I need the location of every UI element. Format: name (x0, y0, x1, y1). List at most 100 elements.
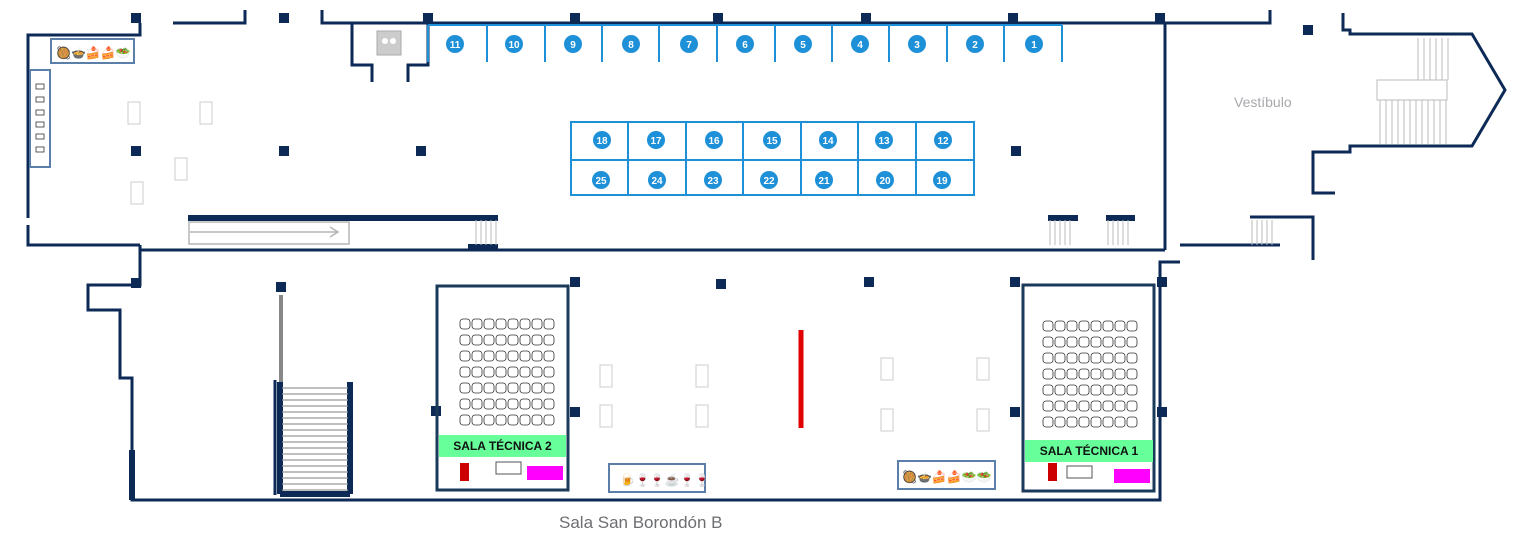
seat-icon (1078, 336, 1090, 348)
booth-marker (647, 131, 665, 149)
seating (459, 318, 1138, 428)
booth-13[interactable]: 13 (875, 131, 893, 149)
booth-16[interactable]: 16 (705, 131, 723, 149)
booth-21[interactable]: 21 (815, 171, 833, 189)
booth-marker (851, 35, 869, 53)
booth-10[interactable]: 10 (505, 35, 523, 53)
magenta-marker (527, 466, 563, 480)
seat-icon (1042, 320, 1054, 332)
booth-marker (815, 171, 833, 189)
seat-icon (483, 398, 495, 410)
booth-number: 20 (879, 176, 891, 187)
seat-icon (459, 334, 471, 346)
seat-icon (1042, 416, 1054, 428)
booth-25[interactable]: 25 (592, 171, 610, 189)
seat-icon (483, 318, 495, 330)
magenta-marker (1114, 469, 1150, 483)
services-box (29, 69, 51, 168)
column (713, 13, 723, 23)
seat-icon (507, 382, 519, 394)
booth-11[interactable]: 11 (446, 35, 464, 53)
booth-17[interactable]: 17 (647, 131, 665, 149)
booth-number: 18 (596, 136, 608, 147)
red-marker (1048, 463, 1057, 481)
booth-grid (427, 24, 1063, 196)
booth-1[interactable]: 1 (1025, 35, 1043, 53)
seat-icon (1102, 336, 1114, 348)
seat-icon (1066, 400, 1078, 412)
seat-icon (531, 398, 543, 410)
column (1157, 407, 1167, 417)
booth-20[interactable]: 20 (876, 171, 894, 189)
column (416, 146, 426, 156)
booth-2[interactable]: 2 (966, 35, 984, 53)
seat-icon (1090, 320, 1102, 332)
booth-marker (933, 171, 951, 189)
seat-icon (459, 398, 471, 410)
booth-9[interactable]: 9 (564, 35, 582, 53)
seat-icon (483, 366, 495, 378)
seat-icon (1090, 352, 1102, 364)
booth-number: 11 (450, 40, 461, 51)
booth-marker (763, 131, 781, 149)
booth-5[interactable]: 5 (794, 35, 812, 53)
column (1303, 25, 1313, 35)
sala-tecnica-1-room (1021, 283, 1156, 493)
booth-12[interactable]: 12 (934, 131, 952, 149)
seat-icon (1114, 320, 1126, 332)
booth-marker (736, 35, 754, 53)
seat-icon (1066, 416, 1078, 428)
seat-icon (495, 350, 507, 362)
seat-icon (1126, 368, 1138, 380)
seat-icon (459, 366, 471, 378)
chair-stack-icon (695, 404, 709, 428)
seat-icon (1054, 352, 1066, 364)
seat-icon (1114, 368, 1126, 380)
booth-number: 14 (822, 136, 834, 147)
booth-marker (648, 171, 666, 189)
chair-stack-icon (127, 101, 141, 125)
seat-icon (519, 350, 531, 362)
booth-24[interactable]: 24 (648, 171, 666, 189)
seat-icon (495, 382, 507, 394)
seat-icon (495, 366, 507, 378)
booth-6[interactable]: 6 (736, 35, 754, 53)
chair-stack-icon (199, 101, 213, 125)
seat-icon (1102, 320, 1114, 332)
seat-icon (1126, 352, 1138, 364)
seat-icon (459, 350, 471, 362)
booth-8[interactable]: 8 (622, 35, 640, 53)
column (1011, 146, 1021, 156)
column (1157, 277, 1167, 287)
booth-4[interactable]: 4 (851, 35, 869, 53)
seat-icon (471, 350, 483, 362)
booth-18[interactable]: 18 (593, 131, 611, 149)
booth-number: 7 (686, 40, 692, 51)
booth-22[interactable]: 22 (760, 171, 778, 189)
seat-icon (495, 334, 507, 346)
seat-icon (1054, 400, 1066, 412)
booth-marker (875, 131, 893, 149)
ramp (188, 221, 350, 245)
booth-marker (908, 35, 926, 53)
drinks-icons: 🍺🍷🍷☕🍷🍷 (620, 472, 710, 487)
seat-icon (543, 398, 555, 410)
booth-3[interactable]: 3 (908, 35, 926, 53)
column (131, 13, 141, 23)
booth-14[interactable]: 14 (819, 131, 837, 149)
booth-7[interactable]: 7 (680, 35, 698, 53)
seat-icon (507, 414, 519, 426)
chair-stack-icon (695, 364, 709, 388)
seat-icon (531, 414, 543, 426)
booth-15[interactable]: 15 (763, 131, 781, 149)
column (1010, 277, 1020, 287)
booth-number: 25 (595, 176, 607, 187)
sala-tecnica-2-room (435, 284, 570, 492)
catering-box (897, 460, 996, 490)
booth-number: 10 (508, 40, 520, 51)
booth-19[interactable]: 19 (933, 171, 951, 189)
chair-icons (127, 101, 990, 432)
seat-icon (495, 398, 507, 410)
booth-marker (934, 131, 952, 149)
booth-23[interactable]: 23 (704, 171, 722, 189)
